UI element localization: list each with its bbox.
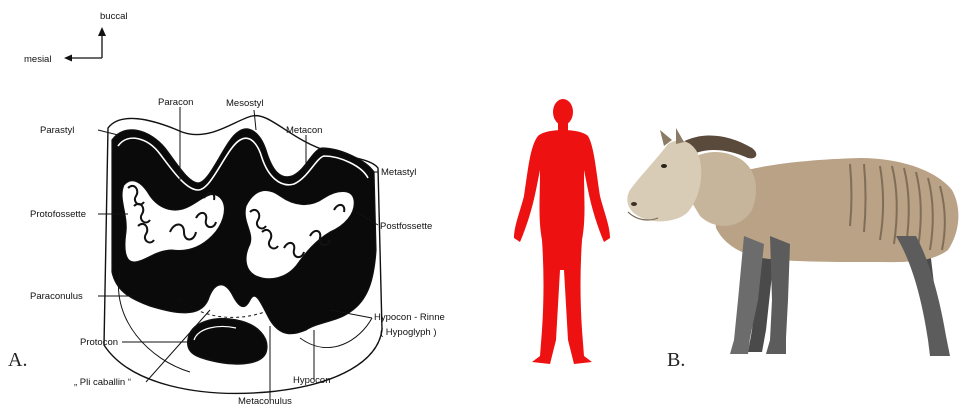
label-metaconulus: Metaconulus — [238, 396, 292, 407]
label-mesostyl: Mesostyl — [226, 98, 263, 109]
human-silhouette — [514, 99, 610, 364]
label-protocon: Protocon — [80, 337, 118, 348]
buccal-arrow-icon — [98, 27, 106, 36]
label-hypocon-rinne: Hypocon - Rinne — [374, 312, 445, 323]
label-parastyl: Parastyl — [40, 125, 74, 136]
label-postfossette: Postfossette — [380, 221, 432, 232]
label-hypoglyph: ( Hypoglyph ) — [380, 327, 437, 338]
label-protofossette: Protofossette — [30, 209, 86, 220]
label-paracon: Paracon — [158, 97, 193, 108]
horse-head — [627, 141, 701, 222]
label-pli-caballin: „ Pli caballin “ — [74, 377, 131, 388]
buccal-label: buccal — [100, 11, 127, 22]
mesial-arrow-icon — [64, 55, 72, 62]
label-paraconulus: Paraconulus — [30, 291, 83, 302]
horse-illustration — [627, 128, 958, 356]
label-metacon: Metacon — [286, 125, 322, 136]
tooth-diagram-panel: buccal mesial — [8, 11, 445, 407]
panel-label-b: B. — [667, 349, 685, 371]
label-metastyl: Metastyl — [381, 167, 416, 178]
label-hypocon: Hypocon — [293, 375, 331, 386]
mesial-label: mesial — [24, 54, 51, 65]
orientation-compass: buccal mesial — [24, 11, 127, 65]
size-comparison-panel: B. — [514, 99, 958, 371]
panel-label-a: A. — [8, 349, 27, 371]
